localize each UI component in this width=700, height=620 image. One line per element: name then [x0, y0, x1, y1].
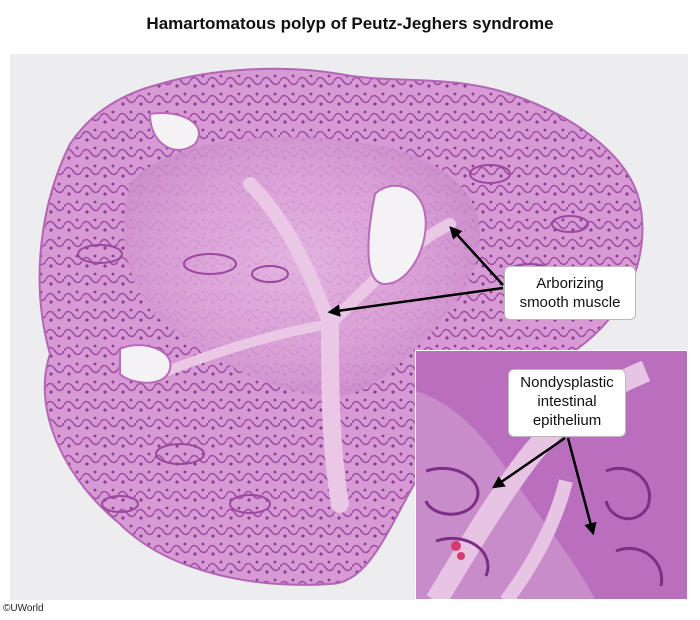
callout-line: epithelium	[532, 412, 602, 429]
callout-line: Arborizing	[536, 275, 604, 292]
lumen	[367, 184, 427, 286]
copyright-notice: ©UWorld	[3, 603, 44, 614]
histology-image	[10, 54, 688, 600]
figure-title: Hamartomatous polyp of Peutz-Jeghers syn…	[146, 14, 554, 33]
lumen	[148, 112, 200, 151]
callout-line: intestinal	[537, 393, 597, 410]
callout-line: smooth muscle	[519, 294, 621, 311]
muscle-band	[243, 177, 337, 331]
callout-epithelium: Nondysplastic intestinal epithelium	[508, 369, 626, 437]
callout-line: Nondysplastic	[520, 374, 614, 391]
muscle-band	[155, 319, 335, 379]
callout-smooth-muscle: Arborizing smooth muscle	[504, 266, 636, 320]
lumen	[119, 344, 172, 384]
muscle-band	[321, 315, 349, 513]
